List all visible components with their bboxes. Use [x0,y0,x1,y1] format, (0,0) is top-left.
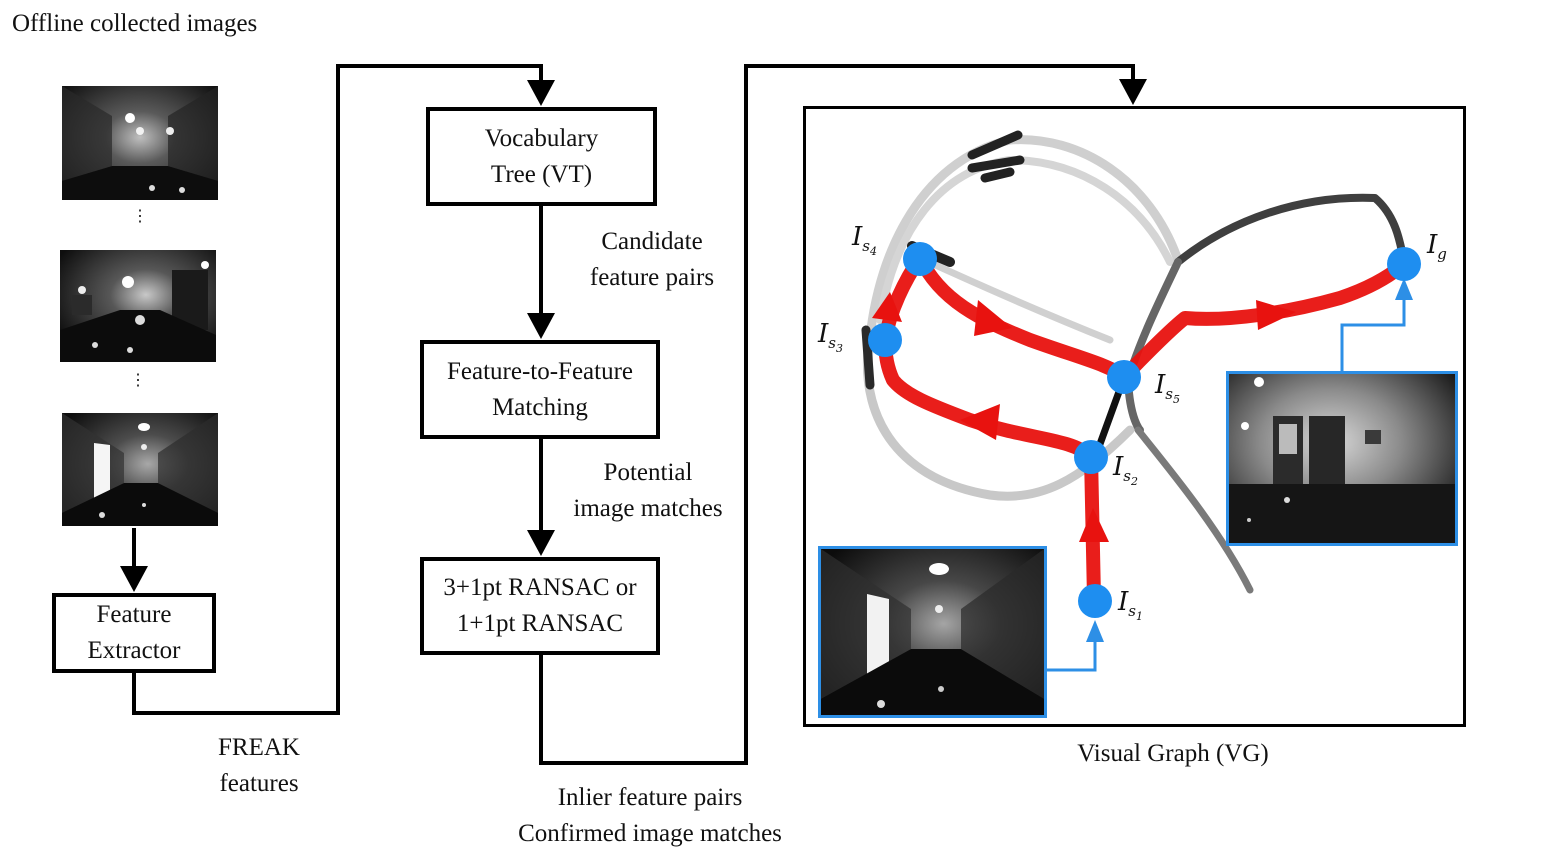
path-arrow-s1-s2 [1079,508,1109,542]
inset-arrowhead-goal [1395,278,1413,300]
node-is5 [1107,360,1141,394]
arrowhead-to-vg [1119,79,1147,105]
feature-matching-line-1: Feature-to-Feature [446,357,634,385]
ellipsis-2: ⋮ [130,372,146,389]
feature-matching-line-2: Matching [492,393,588,421]
potential-label-line-2: image matches [573,495,723,522]
start-image-inset [818,546,1047,718]
inlier-label-line-2: Confirmed image matches [518,820,782,847]
offline-image-1 [62,86,218,200]
node-is2 [1074,440,1108,474]
offline-image-2 [60,250,216,362]
offline-image-3 [62,413,218,526]
goal-image-inset [1226,371,1458,546]
potential-label-line-1: Potential [603,459,693,486]
node-ig [1387,247,1421,281]
freak-features-label: FREAK features [200,730,318,802]
node-is4 [903,242,937,276]
connector-ransac-to-vg [539,64,1135,765]
ransac-line-2: 1+1pt RANSAC [456,610,624,637]
trajectory-diagonal [916,254,1114,344]
path-s4-to-s5 [913,251,1131,384]
trajectory-dark-cluster-s3 [861,325,875,390]
label-is5: Is5 [1154,370,1180,406]
arrowhead-to-extractor [120,566,148,592]
inset-arrowhead-start [1086,620,1104,642]
label-is3: Is3 [817,319,843,355]
trajectory-right-dark [1174,193,1408,266]
path-arrow-s3-s4 [872,292,902,322]
inlier-confirmed-label: Inlier feature pairs Confirmed image mat… [490,780,810,852]
trajectory-left-loop [862,345,1135,501]
path-arrow-s2-s3 [960,404,1000,440]
potential-matches-label: Potential image matches [556,455,740,527]
vocabulary-tree-line-1: Vocabulary [484,124,599,152]
feature-extractor-line-1: Feature [96,601,172,628]
inset-connector-start [1045,630,1097,672]
arrowhead-to-ransac [527,530,555,556]
freak-label-line-2: features [219,770,299,797]
inset-connector-goal [1340,290,1406,372]
path-arrow-s4-s5 [974,300,1012,336]
ransac-line-1: 3+1pt RANSAC or [443,574,637,601]
label-is1: Is1 [1117,587,1143,623]
label-ig: Ig [1426,230,1447,263]
connector-extractor-to-vt [132,64,543,715]
offline-images-title: Offline collected images [12,10,258,37]
ransac-box: 3+1pt RANSAC or 1+1pt RANSAC [420,557,660,655]
feature-extractor-box: Feature Extractor [52,593,216,673]
candidate-pairs-label: Candidate feature pairs [570,224,734,296]
freak-label-line-1: FREAK [218,734,300,761]
trajectory-tail [1134,426,1254,594]
trajectory-dark-cluster-top [967,130,1025,183]
feature-matching-box: Feature-to-Feature Matching [420,340,660,439]
inlier-label-line-1: Inlier feature pairs [557,784,743,811]
node-is3 [868,323,902,357]
path-s5-to-g [1117,257,1411,384]
path-s2-to-s3 [878,333,1097,463]
candidate-label-line-1: Candidate [601,228,703,255]
arrowhead-to-vt [527,80,555,106]
arrowhead-to-matching [527,313,555,339]
vocabulary-tree-box: Vocabulary Tree (VT) [426,107,657,206]
ellipsis-1: ⋮ [132,208,148,225]
label-is2: Is2 [1112,452,1138,488]
path-arrow-s5-g [1256,300,1296,330]
feature-extractor-line-2: Extractor [87,637,181,664]
label-is4: Is4 [851,222,877,258]
visual-graph-caption: Visual Graph (VG) [1077,740,1269,767]
candidate-label-line-2: feature pairs [589,264,715,291]
vocabulary-tree-line-2: Tree (VT) [490,160,593,188]
node-is1 [1078,584,1112,618]
